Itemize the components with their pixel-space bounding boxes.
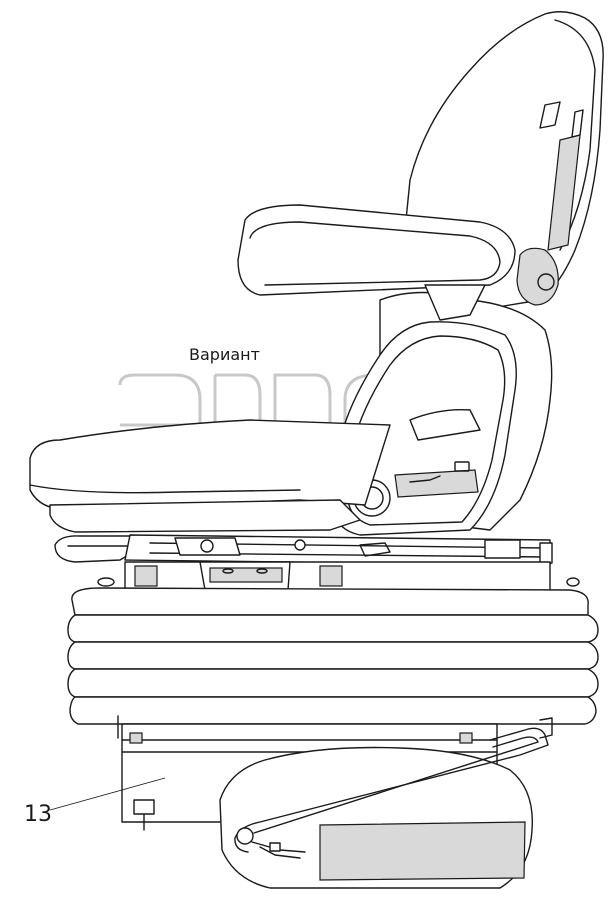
callout-13-number: 13 xyxy=(24,802,52,827)
suspension-bellows xyxy=(67,587,599,725)
slide-rail xyxy=(54,534,553,566)
armrest xyxy=(237,204,559,321)
seat-cushion xyxy=(29,419,391,533)
lower-housing xyxy=(219,717,553,889)
callout-13-leader xyxy=(49,777,166,811)
variant-label: Вариант xyxy=(189,345,260,364)
